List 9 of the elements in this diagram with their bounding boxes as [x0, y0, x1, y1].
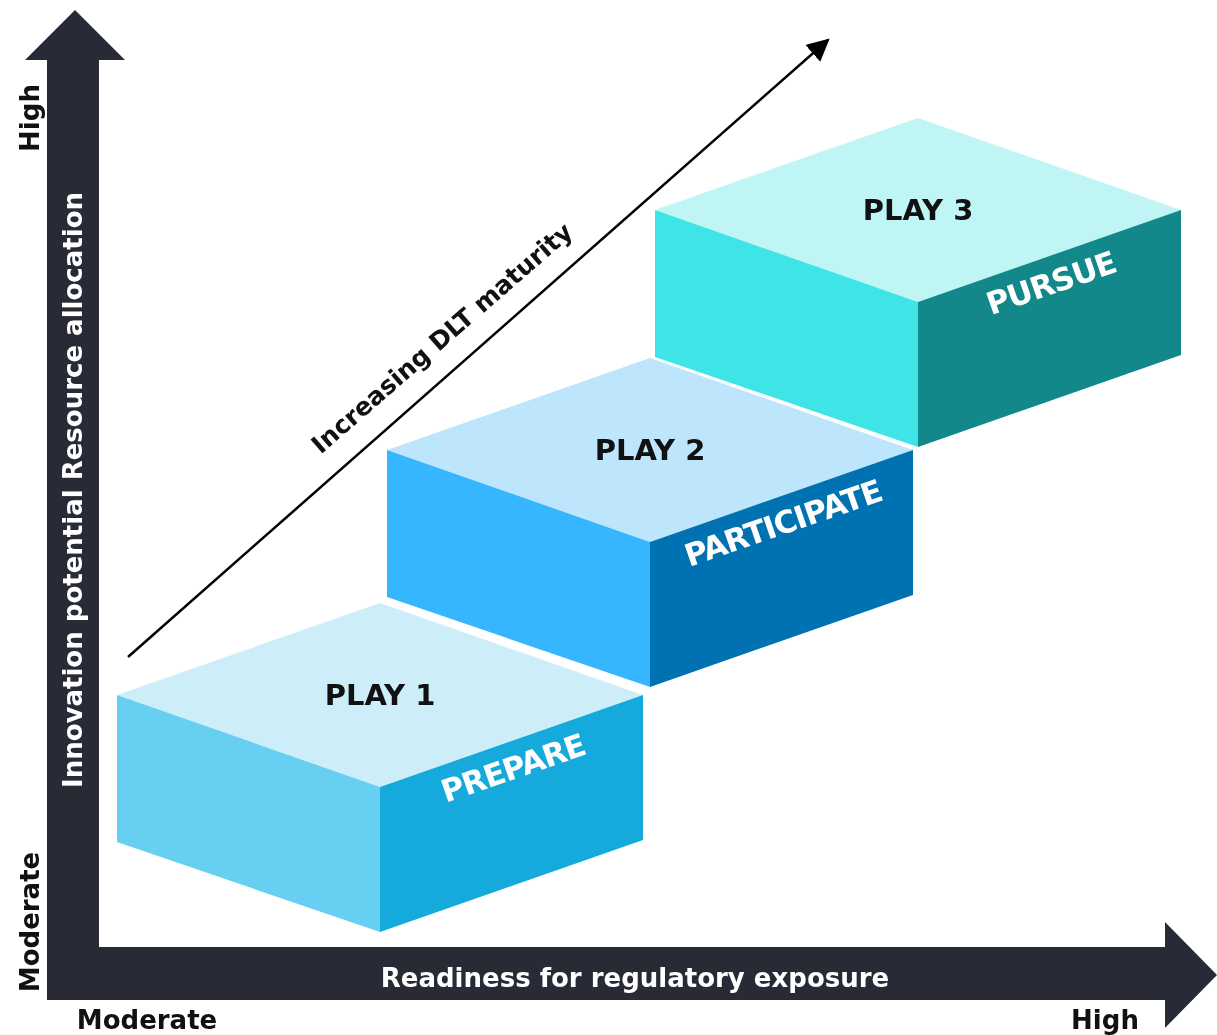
axis-title: Innovation potential Resource allocation: [58, 192, 88, 788]
axis-tick-label: Moderate: [15, 851, 45, 993]
step-title: PLAY 3: [862, 193, 974, 227]
axis-tick-label: High: [1071, 1005, 1139, 1035]
axis-title: Readiness for regulatory exposure: [380, 963, 890, 993]
axis-tick-label: High: [15, 84, 45, 152]
step-title: PLAY 2: [594, 433, 706, 467]
step-title: PLAY 1: [324, 678, 436, 712]
axis-tick-label: Moderate: [76, 1005, 218, 1035]
